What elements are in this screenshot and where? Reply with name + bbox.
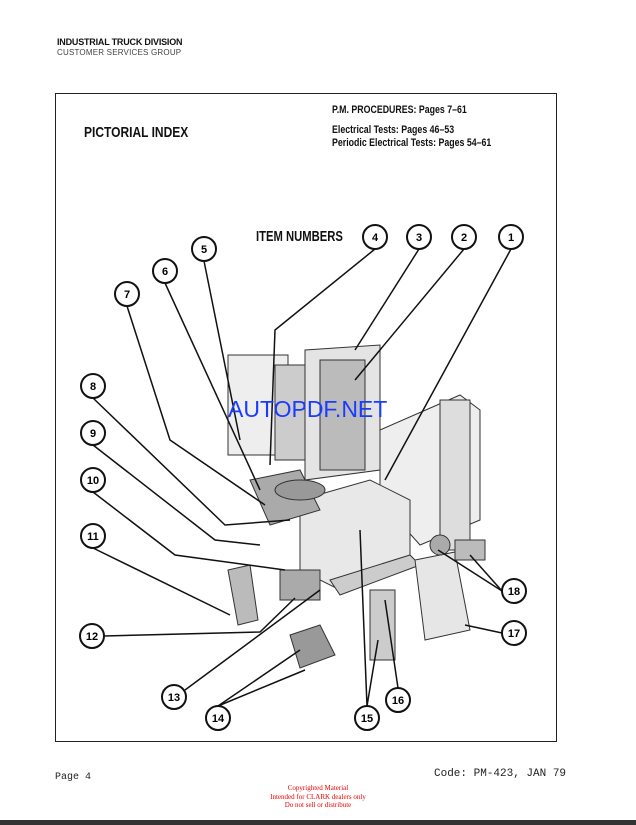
copyright-line: Intended for CLARK dealers only xyxy=(270,792,366,801)
callout-6: 6 xyxy=(152,258,178,284)
callout-16: 16 xyxy=(385,687,411,713)
callout-15: 15 xyxy=(354,705,380,731)
svg-text:12: 12 xyxy=(86,631,98,643)
pm-procedures: P.M. PROCEDURES: Pages 7–61 xyxy=(332,104,467,116)
callout-11: 11 xyxy=(80,523,106,549)
svg-text:13: 13 xyxy=(168,692,180,704)
copyright-line: Copyrighted Material xyxy=(287,784,349,792)
truck-drawing xyxy=(227,344,486,669)
viewer-bottom-bar xyxy=(0,820,636,825)
figure-frame xyxy=(55,93,557,742)
header-group: CUSTOMER SERVICES GROUP xyxy=(57,48,182,57)
svg-text:11: 11 xyxy=(87,531,99,543)
callout-7: 7 xyxy=(114,281,140,307)
svg-text:15: 15 xyxy=(361,713,373,725)
leader-lines xyxy=(92,248,512,707)
callout-18: 18 xyxy=(501,578,527,604)
callout-1: 1 xyxy=(498,224,524,250)
header-division: INDUSTRIAL TRUCK DIVISION xyxy=(57,37,183,47)
svg-text:14: 14 xyxy=(212,713,225,725)
svg-text:16: 16 xyxy=(392,695,404,707)
svg-text:6: 6 xyxy=(162,266,168,278)
svg-text:2: 2 xyxy=(461,232,467,244)
callout-12: 12 xyxy=(79,623,105,649)
svg-text:7: 7 xyxy=(124,289,130,301)
svg-text:8: 8 xyxy=(90,381,96,393)
page-title: PICTORIAL INDEX xyxy=(84,124,189,141)
copyright-notice: Copyrighted Material Intended for CLARK … xyxy=(218,784,418,810)
document-code: Code: PM-423, JAN 79 xyxy=(434,768,567,780)
watermark: AUTOPDF.NET xyxy=(228,396,388,422)
copyright-line: Do not sell or distribute xyxy=(284,801,352,809)
callout-4: 4 xyxy=(362,224,388,250)
callout-17: 17 xyxy=(501,620,527,646)
item-numbers-label: ITEM NUMBERS xyxy=(256,228,343,245)
callout-8: 8 xyxy=(80,373,106,399)
callouts: 1 2 3 4 5 6 7 8 9 10 11 12 13 14 15 16 1… xyxy=(79,224,527,731)
callout-5: 5 xyxy=(191,236,217,262)
electrical-tests: Electrical Tests: Pages 46–53 xyxy=(332,124,455,136)
callout-3: 3 xyxy=(406,224,432,250)
callout-13: 13 xyxy=(161,684,187,710)
svg-text:1: 1 xyxy=(508,232,514,244)
periodic-electrical-tests: Periodic Electrical Tests: Pages 54–61 xyxy=(332,137,492,149)
svg-text:9: 9 xyxy=(90,428,96,440)
svg-text:3: 3 xyxy=(416,232,422,244)
svg-text:4: 4 xyxy=(372,232,379,244)
callout-9: 9 xyxy=(80,420,106,446)
callout-14: 14 xyxy=(205,705,231,731)
svg-text:5: 5 xyxy=(201,244,207,256)
callout-10: 10 xyxy=(80,467,106,493)
callout-2: 2 xyxy=(451,224,477,250)
page-number: Page 4 xyxy=(55,772,92,783)
svg-text:17: 17 xyxy=(508,628,520,640)
svg-text:18: 18 xyxy=(508,586,520,598)
svg-text:10: 10 xyxy=(87,475,99,487)
